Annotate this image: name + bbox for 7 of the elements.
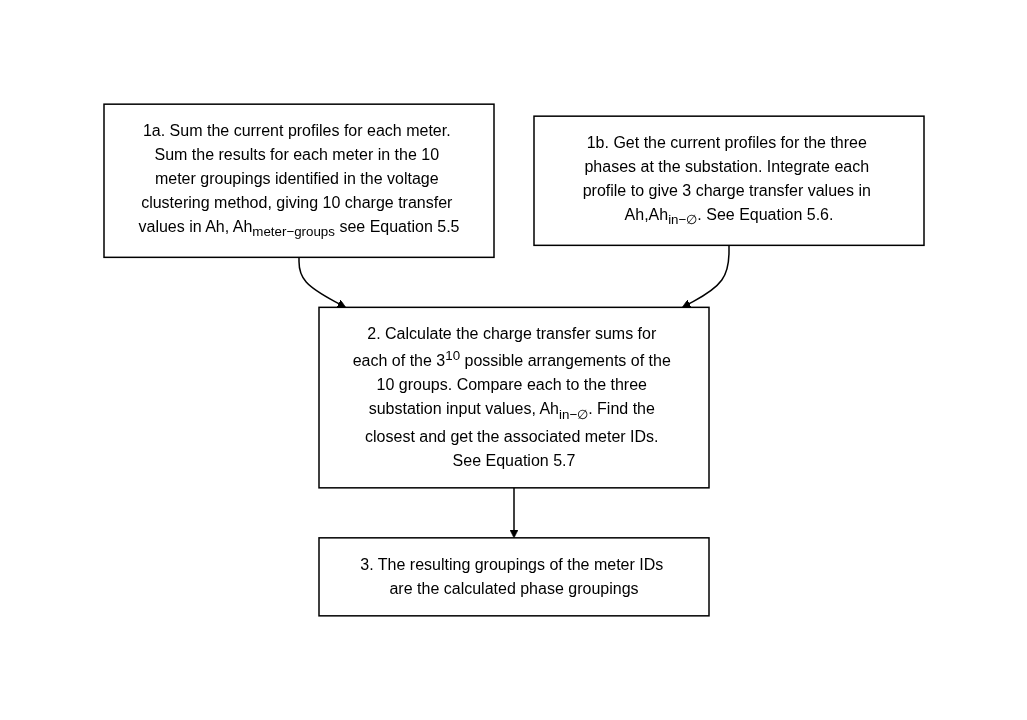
arrow — [681, 244, 730, 308]
node-box: 1a. Sum the current profiles for each meter. Sum the results for each meter in the 10 meter groupings identified in the voltage clustering method, giving 10 charge transfer values in Ah, Ah$_{meter−groups}$ see Equation 5.5 — [102, 103, 495, 259]
arrow — [297, 256, 346, 308]
node-box: 3. The resulting groupings of the meter IDs are the calculated phase groupings — [317, 537, 710, 617]
arrow — [509, 487, 518, 539]
node-box: 1b. Get the current profiles for the three phases at the substation. Integrate each profile to give 3 charge transfer values in Ah,Ah$_{in−∅}$. See Equation 5.6. — [532, 115, 925, 247]
node-box: 2. Calculate the charge transfer sums for each of the 3$^{10}$ possible arrangements of the 10 groups. Compare each to the three substation input values, Ah$_{in−∅}$. Find the closest and get the associated meter IDs. See Equation 5.7 — [317, 306, 710, 489]
